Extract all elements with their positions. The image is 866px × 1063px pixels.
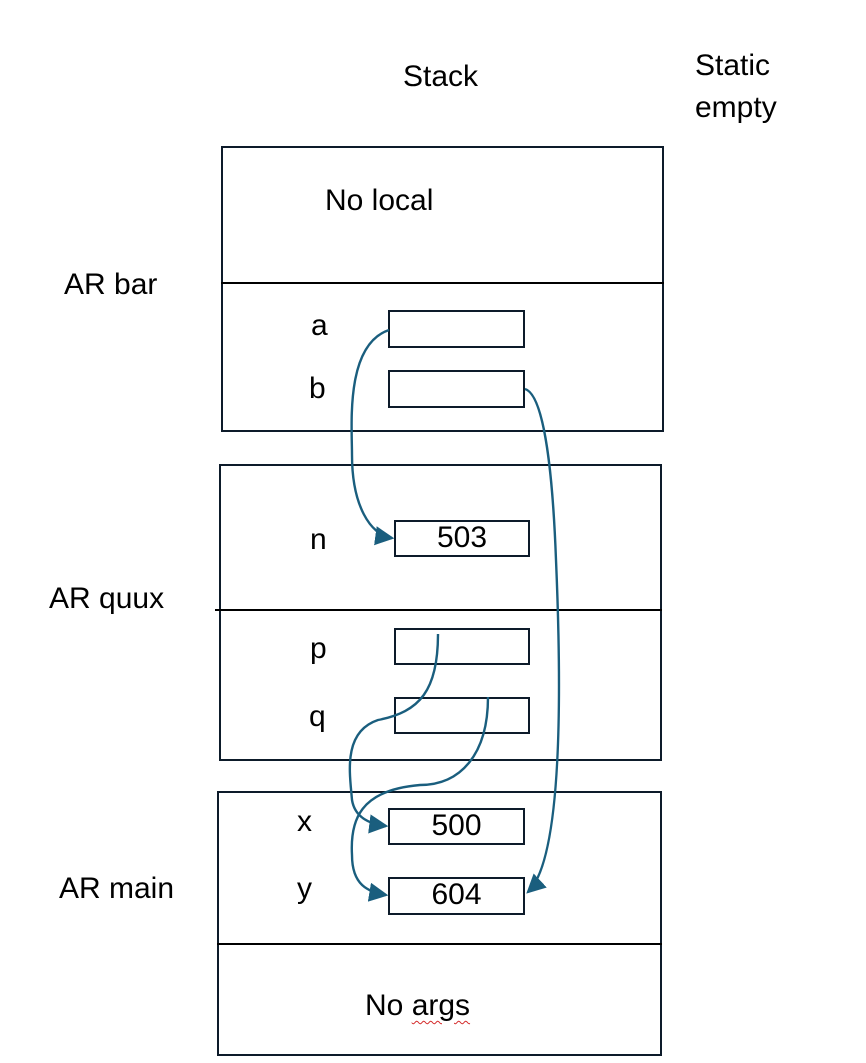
param-b-label: b (309, 372, 326, 405)
arrow-p-to-x (348, 633, 440, 834)
local-n-label: n (310, 523, 327, 556)
param-p-label: p (310, 632, 327, 665)
ar-quux-divider (215, 609, 662, 611)
param-b-slot (388, 370, 525, 408)
local-x-slot: 500 (388, 808, 525, 845)
local-n-slot: 503 (394, 520, 530, 557)
args-note-word: args (411, 989, 471, 1022)
args-note-prefix: No (365, 989, 412, 1022)
ar-bar-label: AR bar (64, 268, 158, 301)
ar-main-args-note: No args (365, 991, 470, 1021)
static-empty-note: empty (695, 91, 777, 124)
static-header: Static (695, 49, 771, 82)
local-y-slot: 604 (388, 877, 525, 915)
param-p-slot (394, 628, 530, 665)
param-a-slot (388, 310, 525, 348)
ar-main-frame (217, 791, 662, 1056)
param-q-label: q (309, 700, 326, 733)
arrow-b-to-y (524, 387, 561, 894)
local-x-label: x (297, 805, 312, 838)
stack-header: Stack (403, 60, 479, 93)
ar-bar-divider (221, 282, 664, 284)
ar-bar-frame (221, 146, 664, 432)
arrow-a-to-n (350, 328, 395, 546)
local-y-label: y (297, 872, 312, 905)
ar-bar-locals-note: No local (325, 184, 434, 217)
param-a-label: a (311, 309, 328, 342)
ar-quux-frame (219, 464, 662, 761)
ar-main-label: AR main (59, 872, 175, 905)
arrow-q-to-y (350, 696, 490, 902)
ar-main-divider (217, 943, 662, 945)
ar-quux-label: AR quux (49, 582, 165, 615)
